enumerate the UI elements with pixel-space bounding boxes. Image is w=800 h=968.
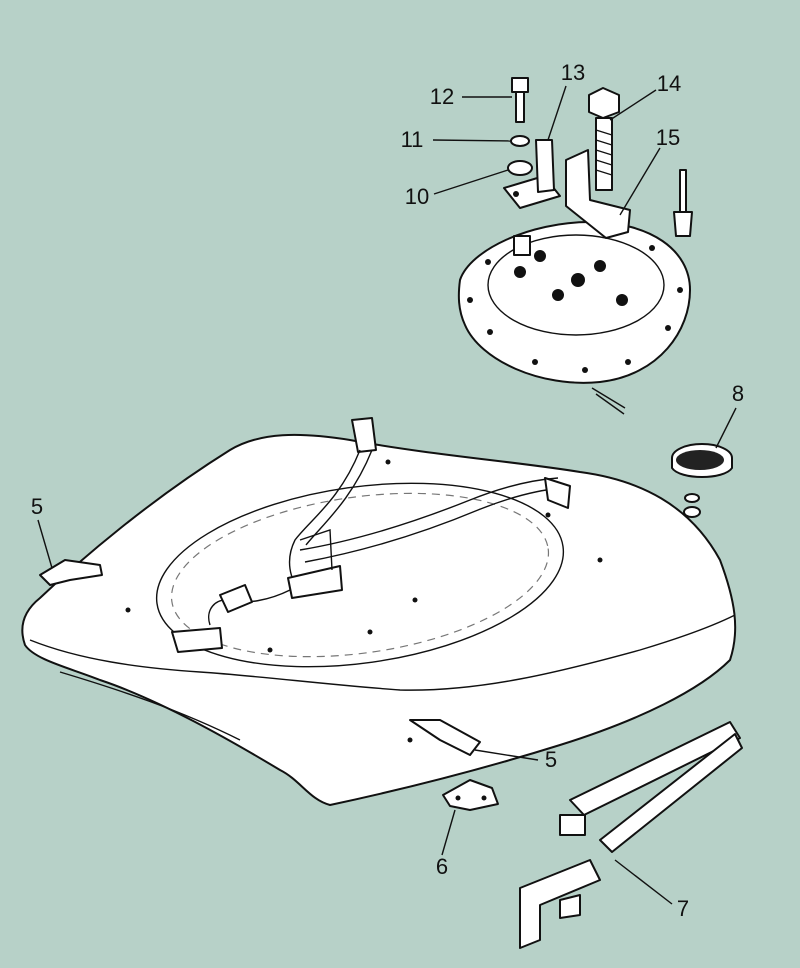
bracket-part-15 xyxy=(565,149,631,239)
callout-11: 11 xyxy=(400,127,424,152)
callout-5-left: 5 xyxy=(30,494,44,519)
latch-part-5-lower xyxy=(409,719,481,756)
callout-10: 10 xyxy=(404,184,430,209)
knob-part-8 xyxy=(671,443,733,518)
leader-lines xyxy=(37,85,737,905)
callout-7: 7 xyxy=(676,896,690,921)
washer-part-11 xyxy=(507,135,533,176)
callout-15: 15 xyxy=(655,125,681,150)
callout-13: 13 xyxy=(560,60,586,85)
rivet xyxy=(673,169,693,237)
callout-14: 14 xyxy=(656,71,682,96)
spare-wheel-cover xyxy=(21,433,737,806)
bracket-part-6 xyxy=(442,779,499,811)
callout-8: 8 xyxy=(731,381,745,406)
callout-5-lower: 5 xyxy=(544,747,558,772)
split-pin xyxy=(591,387,626,415)
prop-part-7 xyxy=(519,721,743,949)
bolt-part-14 xyxy=(588,87,620,191)
strap-assembly xyxy=(171,417,571,653)
plate-part-10 xyxy=(503,139,561,209)
clamp-plate xyxy=(457,221,691,384)
callout-12: 12 xyxy=(429,84,455,109)
latch-part-5-left xyxy=(39,559,103,586)
callout-6: 6 xyxy=(435,854,449,879)
bolt-part-12 xyxy=(511,77,529,123)
